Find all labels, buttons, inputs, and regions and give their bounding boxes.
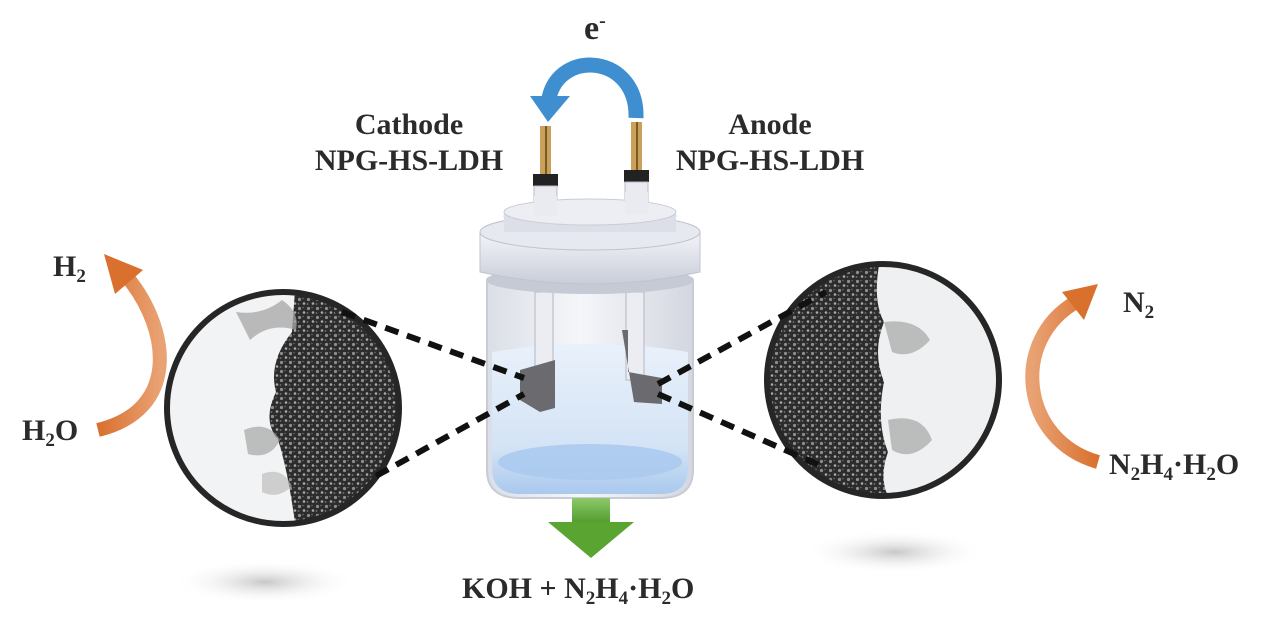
right-reaction-arrowhead xyxy=(1062,284,1098,320)
right-connector-bottom xyxy=(656,391,828,471)
cathode-material: NPG-HS-LDH xyxy=(314,144,504,177)
left-reaction-arrow xyxy=(96,273,167,437)
h2o-reactant-label: H2O xyxy=(22,414,79,451)
hydrazine-reactant-label: N2H4·H2O xyxy=(1109,448,1240,485)
electron-label: e- xyxy=(584,10,606,47)
cathode-title: Cathode xyxy=(354,108,464,141)
right-magnified-view xyxy=(764,261,1002,499)
drain-arrow xyxy=(548,498,634,558)
right-connector-top xyxy=(656,289,828,387)
electrolyte-label: KOH + N2H4·H2O xyxy=(462,572,695,609)
cathode-plate xyxy=(520,360,555,412)
h2-product-label: H2 xyxy=(53,250,86,287)
electron-flow-arrow xyxy=(541,57,644,119)
left-connector-top xyxy=(340,309,526,381)
left-shadow xyxy=(173,560,357,604)
left-reaction-arrowhead xyxy=(104,254,143,294)
n2-product-label: N2 xyxy=(1123,286,1155,323)
anode-plate xyxy=(622,330,662,404)
right-shadow xyxy=(803,530,987,574)
left-magnified-view xyxy=(164,289,402,527)
anode-title: Anode xyxy=(728,108,812,141)
anode-material: NPG-HS-LDH xyxy=(675,144,865,177)
right-reaction-arrow xyxy=(1025,295,1101,469)
electron-arrowhead xyxy=(530,96,570,122)
left-connector-bottom xyxy=(374,391,526,479)
